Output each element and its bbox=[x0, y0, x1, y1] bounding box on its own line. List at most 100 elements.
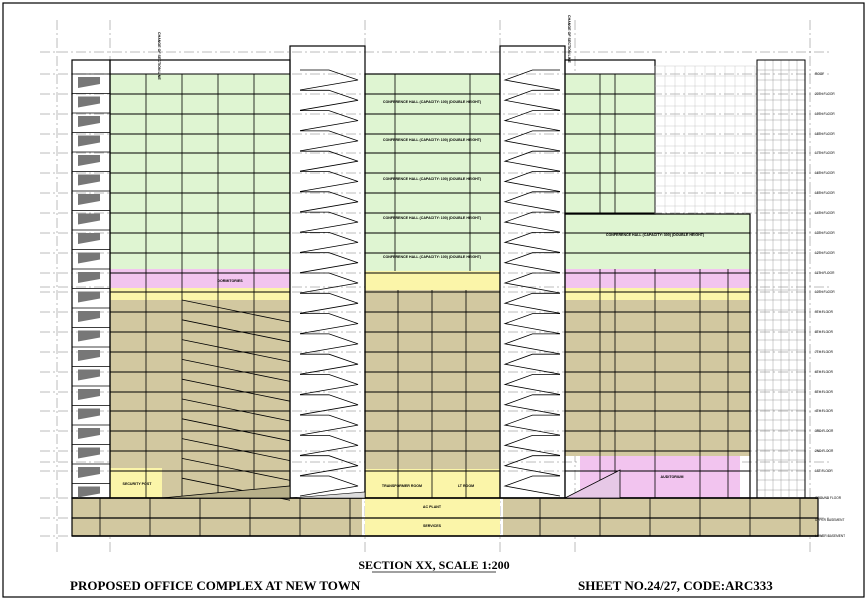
parking-ramp bbox=[181, 359, 291, 382]
stair-flight bbox=[503, 150, 561, 172]
services-label: SERVICES bbox=[423, 524, 442, 528]
parking-ramp bbox=[181, 458, 291, 481]
right-basement-zone bbox=[503, 498, 818, 536]
stair-tread-block bbox=[78, 272, 100, 283]
stair-flight bbox=[299, 333, 359, 355]
stair-tread-block bbox=[78, 77, 100, 88]
stair-flight bbox=[503, 434, 561, 456]
level-label: 10TH FLOOR bbox=[815, 290, 835, 294]
level-label: 14TH FLOOR bbox=[815, 211, 835, 215]
security-post-zone bbox=[110, 468, 162, 498]
sheet-label: SHEET NO.24/27, CODE:ARC333 bbox=[578, 578, 773, 593]
stair-tread-block bbox=[78, 233, 100, 244]
stair-flight bbox=[299, 130, 359, 152]
level-label: 20TH FLOOR bbox=[815, 92, 835, 96]
core-ramp bbox=[289, 491, 366, 499]
stair-flight bbox=[503, 394, 561, 416]
stair-flight bbox=[299, 272, 359, 294]
stair-flight bbox=[299, 191, 359, 213]
parking-ramp bbox=[181, 299, 291, 323]
lt-room-label: LT ROOM bbox=[458, 484, 474, 488]
level-label: 15TH FLOOR bbox=[815, 191, 835, 195]
stair-flight bbox=[299, 374, 359, 395]
level-label: ROOF bbox=[815, 72, 824, 76]
stair-flight bbox=[299, 475, 359, 497]
stair-tread-block bbox=[78, 428, 100, 439]
stair-tread-block bbox=[78, 96, 100, 108]
stair-flight bbox=[503, 69, 561, 91]
stair-flight bbox=[503, 353, 561, 375]
stair-tread-block bbox=[78, 291, 100, 303]
stair-tread-block bbox=[78, 174, 100, 186]
level-label: 19TH FLOOR bbox=[815, 112, 835, 116]
stair-flight bbox=[503, 272, 561, 294]
auditorium-raked-floor bbox=[564, 469, 621, 499]
stair-tread-block bbox=[78, 213, 100, 225]
parking-ramp bbox=[181, 319, 291, 343]
stair-flight bbox=[503, 252, 561, 274]
level-label: 3RD FLOOR bbox=[815, 429, 834, 433]
stair-flight bbox=[299, 434, 359, 456]
parking-ramp bbox=[181, 378, 291, 402]
stair-flight bbox=[299, 414, 359, 436]
middle-yellow-band bbox=[365, 271, 500, 290]
conference-hall-label-5: CONFERENCE HALL (CAPACITY: 100) (DOUBLE … bbox=[383, 255, 482, 259]
structure-lines bbox=[71, 45, 819, 537]
stair-tread-block bbox=[78, 369, 100, 381]
level-label: 7TH FLOOR bbox=[815, 350, 834, 354]
stair-tread-block bbox=[78, 155, 100, 166]
services-zone bbox=[365, 498, 500, 536]
stair-flight bbox=[299, 171, 359, 192]
level-label: UPPER BASEMENT bbox=[815, 518, 844, 522]
level-label: 9TH FLOOR bbox=[815, 310, 834, 314]
stair-tread-block bbox=[78, 311, 100, 322]
section-title: SECTION XX, SCALE 1:200 bbox=[358, 558, 509, 572]
level-label: LOWER BASEMENT bbox=[815, 534, 845, 538]
level-label: 18TH FLOOR bbox=[815, 132, 835, 136]
stair-flight bbox=[503, 455, 561, 477]
stair-flight bbox=[503, 110, 561, 131]
stair-flight bbox=[503, 89, 561, 111]
level-label: 1ST FLOOR bbox=[815, 469, 833, 473]
stair-flight bbox=[299, 231, 359, 253]
left-yellow-band bbox=[110, 288, 290, 300]
stair-flight bbox=[503, 475, 561, 497]
stair-tread-block bbox=[78, 194, 100, 205]
level-label: 6TH FLOOR bbox=[815, 370, 834, 374]
stair-flight bbox=[299, 69, 359, 91]
level-label: 13TH FLOOR bbox=[815, 231, 835, 235]
stair-flight bbox=[503, 171, 561, 192]
stair-flights bbox=[72, 69, 621, 501]
left-basement-zone bbox=[72, 498, 362, 536]
auditorium-label: AUDITORIUM bbox=[661, 475, 684, 479]
stair-flight bbox=[299, 252, 359, 274]
section-line-note-left: CHANGE OF SECTION LINE bbox=[157, 32, 161, 80]
section-line-note-right: CHANGE OF SECTION LINE bbox=[567, 15, 571, 63]
level-label: 8TH FLOOR bbox=[815, 330, 834, 334]
dormitories-label: DORMITORIES bbox=[217, 279, 243, 283]
ac-plant-label: AC PLANT bbox=[423, 505, 442, 509]
project-title: PROPOSED OFFICE COMPLEX AT NEW TOWN bbox=[70, 578, 361, 593]
entry-ramp bbox=[161, 485, 291, 499]
level-label: 5TH FLOOR bbox=[815, 390, 834, 394]
stair-tread-block bbox=[78, 389, 100, 400]
dormitories-zone bbox=[110, 269, 290, 288]
stair-flight bbox=[299, 455, 359, 477]
level-label: 4TH FLOOR bbox=[815, 409, 834, 413]
stair-tread-block bbox=[78, 330, 100, 342]
stair-flight bbox=[503, 313, 561, 334]
parking-ramp bbox=[181, 339, 291, 362]
conference-hall-label-1: CONFERENCE HALL (CAPACITY: 100) (DOUBLE … bbox=[383, 100, 482, 104]
large-conference-zone bbox=[565, 214, 750, 269]
stair-flight bbox=[503, 333, 561, 355]
parking-ramp bbox=[181, 438, 291, 461]
stair-flight bbox=[299, 353, 359, 375]
conference-hall-label-3: CONFERENCE HALL (CAPACITY: 100) (DOUBLE … bbox=[383, 177, 482, 181]
conference-hall-label-2: CONFERENCE HALL (CAPACITY: 100) (DOUBLE … bbox=[383, 138, 482, 142]
security-post-label: SECURITY POST bbox=[123, 482, 153, 486]
stair-flight bbox=[299, 313, 359, 334]
parking-ramp bbox=[181, 398, 291, 422]
left-office-floors-zone bbox=[110, 74, 290, 269]
